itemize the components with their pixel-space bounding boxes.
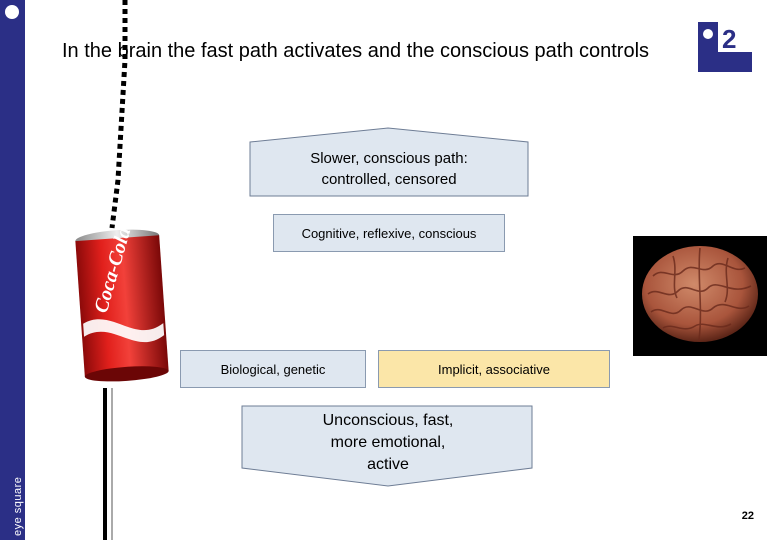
slow-path-line1: Slower, conscious path: <box>310 150 468 167</box>
fast-path-line1: Unconscious, fast, <box>322 412 454 429</box>
sidebar: eye square <box>0 0 25 540</box>
fast-path-line3: active <box>367 456 409 473</box>
implicit-box: Implicit, associative <box>378 350 610 388</box>
biological-box: Biological, genetic <box>180 350 366 388</box>
brain-image <box>633 236 767 356</box>
slide-title: In the brain the fast path activates and… <box>62 40 650 62</box>
dotted-path-line <box>109 0 128 229</box>
fast-path-label: Unconscious, fast, more emotional, activ… <box>250 410 526 476</box>
o2-logo-icon: 2 <box>698 22 752 72</box>
fast-path-line2: more emotional, <box>330 434 446 451</box>
coca-cola-can-image: Coca-Cola <box>75 226 169 382</box>
logo-text: 2 <box>722 24 736 54</box>
sidebar-dot-icon <box>5 5 19 19</box>
slow-path-shape <box>249 127 529 197</box>
page-number: 22 <box>741 510 754 522</box>
fast-path-shape <box>241 405 533 487</box>
slow-path-label: Slower, conscious path: controlled, cens… <box>258 148 520 190</box>
cognitive-box: Cognitive, reflexive, conscious <box>273 214 505 252</box>
slow-path-line2: controlled, censored <box>321 171 457 188</box>
